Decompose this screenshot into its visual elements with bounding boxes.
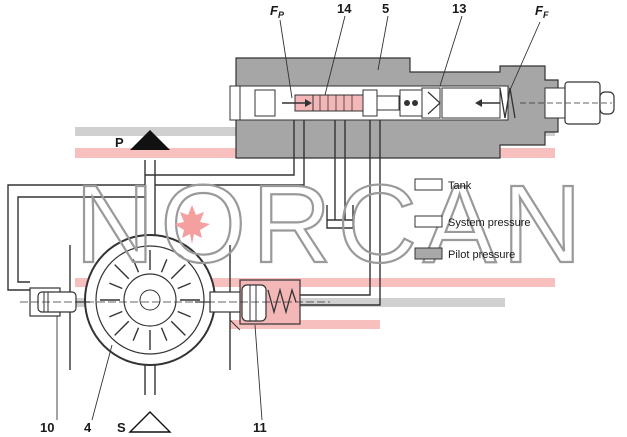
hydraulic-lines [7,120,381,395]
label-14: 14 [337,1,352,16]
adjust-spring [499,87,516,119]
label-11: 11 [253,420,267,435]
pump-vanes [100,250,200,350]
pump-shaft [139,289,161,311]
pump-vane [109,310,123,318]
leader-lines [56,15,541,421]
left-plug [229,85,241,121]
pump-vane [114,320,130,336]
valve-housing [229,57,615,159]
pump-ring [84,234,216,366]
label-ff: FF [535,3,549,20]
pump-vane [109,282,123,290]
pump-vane [132,327,140,341]
legend-label-pilot-pressure: Pilot pressure [448,249,515,261]
pilot-line-right-inner [300,120,381,306]
pilot-line-right-outer [300,120,371,296]
legend-swatch-system-pressure [414,215,443,228]
loop-line-outer [7,184,145,291]
poppet-13 [421,87,441,119]
legend: Tank System pressure Pilot pressure [414,178,531,261]
label-5: 5 [382,1,389,16]
watermark-text: NORCAN [75,163,588,286]
pump-vane [177,310,191,318]
label-s: S [117,420,126,435]
label-13: 13 [452,1,466,16]
legend-swatch-pilot-pressure [414,247,443,260]
spool-14 [312,94,364,112]
poppet-seat [399,89,423,117]
label-fp: FP [270,3,285,20]
label-10: 10 [40,420,54,435]
pilot-line-upper [145,120,295,176]
watermark-red-bar-2 [75,278,555,287]
tank-symbol [326,205,354,229]
pump-vane [160,327,168,341]
label-4: 4 [84,420,92,435]
loop-line-inner [17,196,145,283]
pump-vane [114,264,130,280]
piston-11-spring [267,287,297,315]
pilot-force-arrowhead [305,99,312,107]
spring-force-arrowhead [475,99,482,107]
pump-vane [132,259,140,273]
pressure-port-triangle [130,130,170,150]
suction-port-triangle [128,411,172,433]
legend-label-system-pressure: System pressure [448,217,531,229]
legend-swatch-tank [414,178,443,191]
watermark-red-bar-3 [230,320,380,329]
piston-11 [241,284,267,322]
pump-vane [170,320,186,336]
pump-vane [177,282,191,290]
legend-label-tank: Tank [448,180,472,192]
pump-vane [170,264,186,280]
pilot-line-upper-inner [155,120,305,186]
pump-vane [160,259,168,273]
left-plug-inner [254,89,276,117]
legend-item-system-pressure: System pressure [414,215,531,229]
maple-leaf-icon [174,205,210,244]
label-p: P [115,135,124,150]
spool-land [362,89,378,117]
legend-item-tank: Tank [414,178,472,192]
spool-neck [376,95,400,111]
legend-item-pilot-pressure: Pilot pressure [414,247,515,261]
